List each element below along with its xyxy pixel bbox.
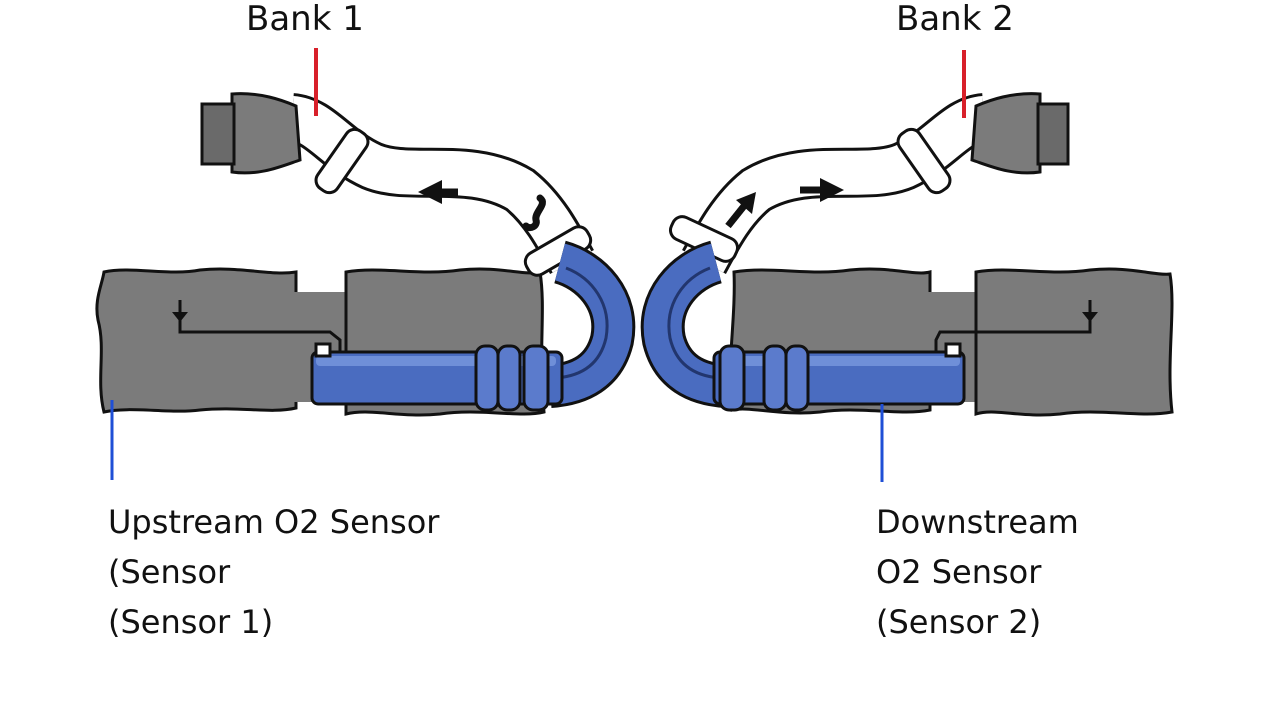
downstream-sensor-label-line3: (Sensor 2)	[876, 603, 1042, 641]
bank1-label: Bank 1	[246, 0, 364, 39]
exhaust-manifold-icon	[200, 92, 302, 175]
right-blue-bend	[640, 240, 729, 408]
bank2-label: Bank 2	[896, 0, 1014, 39]
flow-squiggle-icon	[522, 194, 546, 232]
left-outer-block	[95, 267, 298, 414]
flow-arrow-icon	[418, 180, 458, 204]
right-wire-arrow-icon	[1082, 312, 1098, 322]
upstream-sensor-label-line3: (Sensor 1)	[108, 603, 274, 641]
downstream-sensor-label-line2: O2 Sensor	[876, 553, 1042, 591]
upstream-sensor-label-line1: Upstream O2 Sensor	[108, 503, 440, 541]
left-wire-arrow-icon	[172, 312, 188, 322]
flow-arrow-icon	[725, 192, 756, 229]
left-blue-bend	[547, 240, 636, 408]
right-outer-block	[974, 267, 1174, 417]
blue-clamp-rings	[474, 344, 810, 412]
left-white-pipe	[288, 93, 594, 274]
exhaust-manifold-icon	[970, 92, 1070, 175]
right-blue-pipe	[712, 342, 966, 406]
upstream-sensor-label-line2: (Sensor	[108, 553, 231, 591]
flow-arrow-icon	[800, 178, 844, 202]
downstream-sensor-label-line1: Downstream	[876, 503, 1079, 541]
